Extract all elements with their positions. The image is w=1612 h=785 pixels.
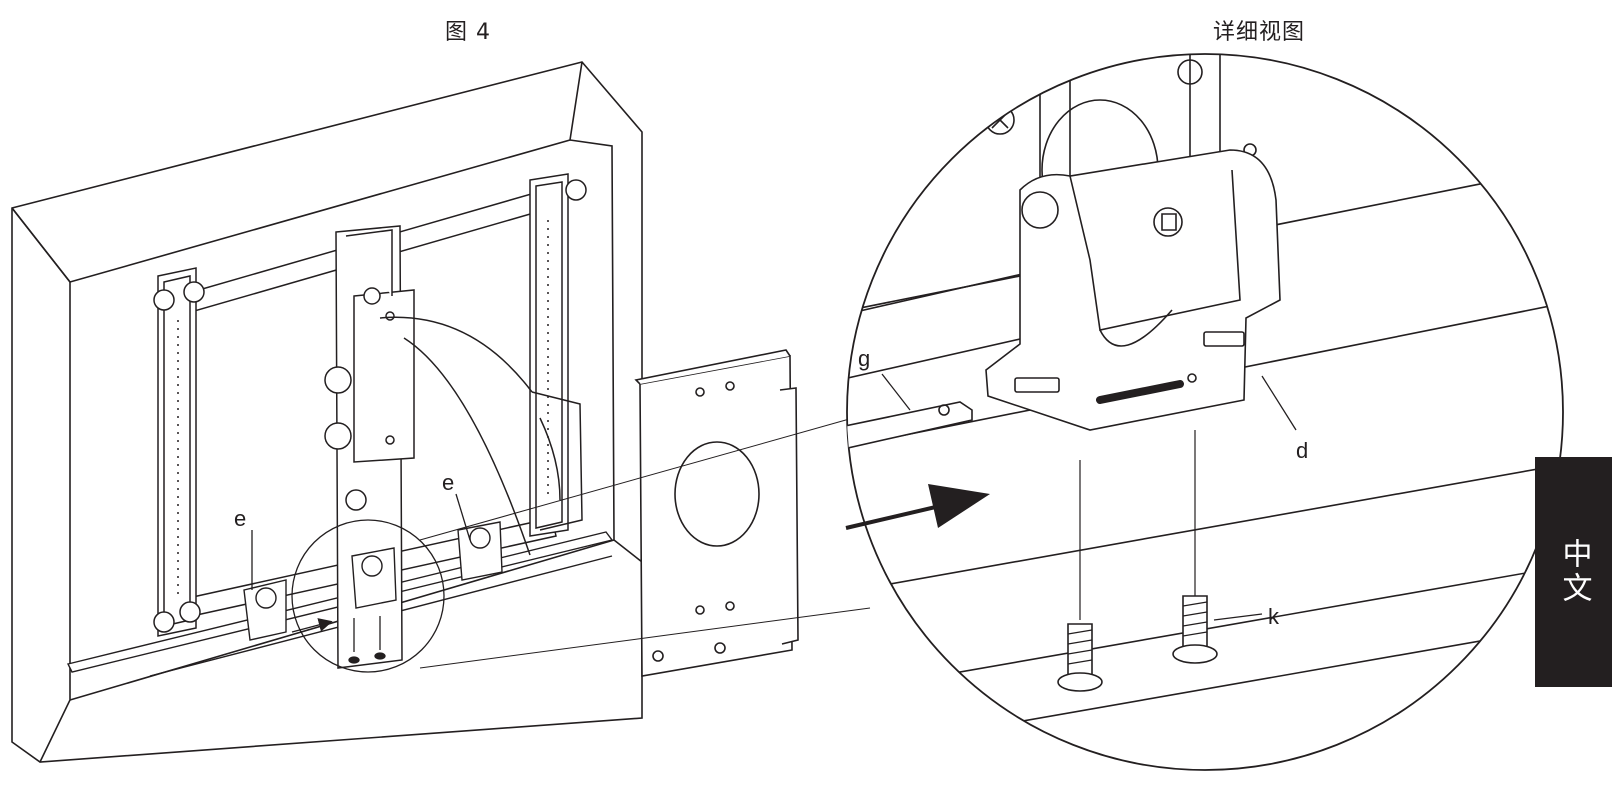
connector-lines [419,415,871,669]
detail-screws [1057,430,1218,692]
language-tab: 中文 [1535,457,1612,687]
detail-source-circle [291,519,445,673]
callout-e-right: e [442,470,454,495]
callout-k: k [1268,604,1280,629]
detail-view-title: 详细视图 [1213,20,1306,45]
right-vertical-bracket [529,173,587,537]
detail-arrow [845,484,990,530]
callout-g: g [858,346,870,371]
language-tab-label: 中文 [1556,538,1592,606]
main-view-screws [348,616,386,664]
vesa-plate [634,349,799,677]
lower-brackets [243,521,503,641]
main-view-arrow [291,618,333,633]
callout-d: d [1296,438,1308,463]
callout-e-left: e [234,506,246,531]
callout-leaders [251,373,1297,621]
swing-arm [379,316,583,556]
figure-title: 图 4 [445,20,491,45]
detail-view [846,53,1564,771]
left-vertical-bracket [153,267,205,637]
